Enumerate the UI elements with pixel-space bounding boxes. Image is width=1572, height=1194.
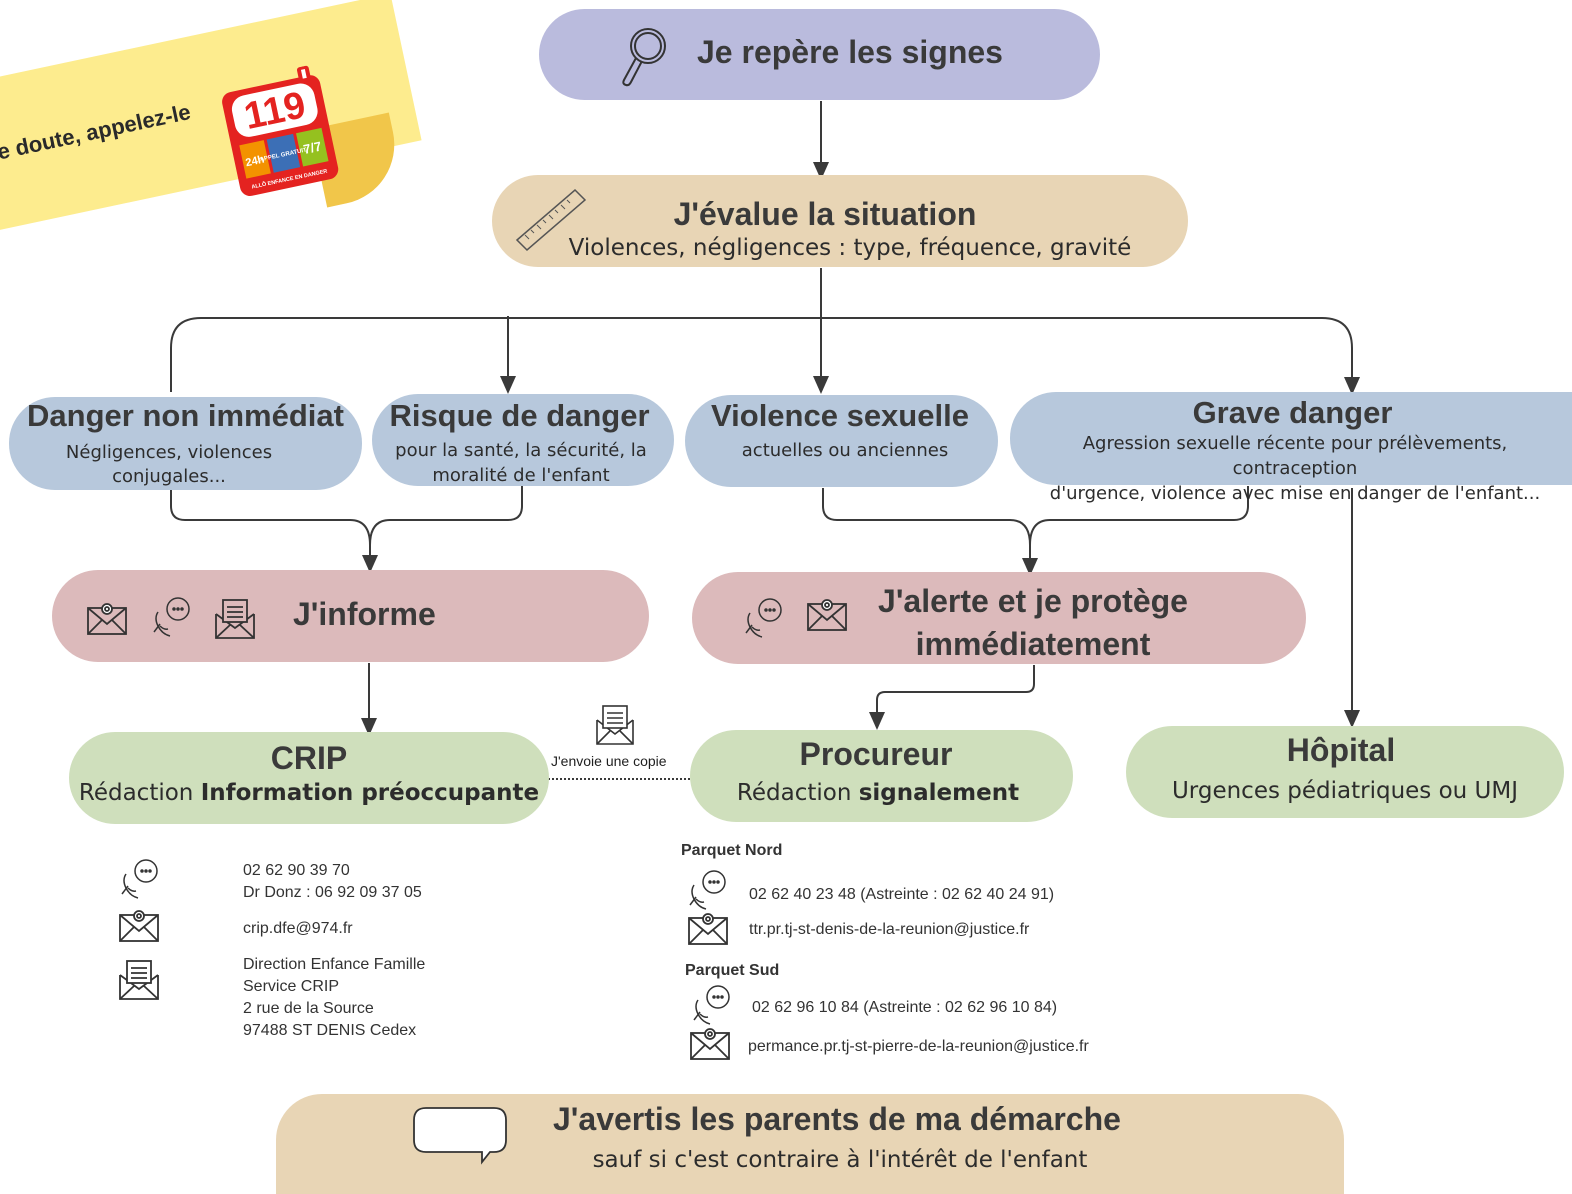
phone-call-icon — [118, 858, 160, 900]
destination-hopital-title: Hôpital — [1286, 732, 1396, 768]
action-alerte-title: J'alerte et je protège immédiatement — [878, 583, 1188, 662]
crip-address: Direction Enfance Famille Service CRIP 2… — [243, 956, 426, 1039]
category-risque-danger — [372, 394, 674, 486]
action-informe — [52, 570, 649, 662]
destination-hopital-subtitle: Urgences pédiatriques ou UMJ — [1171, 778, 1519, 804]
category-subtitle: Agression sexuelle récente pour prélèvem… — [1049, 433, 1541, 504]
copy-note: J'envoie une copie — [551, 753, 667, 769]
destination-procureur — [690, 730, 1073, 822]
letter-icon — [214, 598, 256, 640]
step-evaluer-title: J'évalue la situation — [673, 196, 977, 232]
letter-icon — [118, 959, 160, 1001]
destination-crip-title: CRIP — [270, 740, 348, 776]
category-title: Grave danger — [1192, 395, 1393, 430]
mail-at-icon — [806, 596, 848, 632]
destination-procureur-subtitle: Rédaction signalement — [736, 780, 1020, 806]
step-avertir-title: J'avertis les parents de ma démarche — [553, 1101, 1121, 1137]
category-title: Violence sexuelle — [711, 398, 969, 433]
phone-call-icon — [686, 869, 728, 911]
letter-icon — [595, 704, 635, 746]
action-alerte — [692, 572, 1306, 664]
category-subtitle: Négligences, violences conjugales... — [65, 442, 273, 487]
crip-email[interactable]: crip.dfe@974.fr — [243, 920, 353, 937]
mail-at-icon — [689, 1025, 731, 1061]
category-title: Risque de danger — [389, 398, 650, 433]
destination-crip — [69, 732, 549, 824]
step-evaluer-subtitle: Violences, négligences : type, fréquence… — [568, 235, 1132, 261]
speech-bubble-icon — [412, 1106, 508, 1166]
logo-badge-days: 7/7 — [302, 138, 323, 156]
category-title: Danger non immédiat — [27, 398, 344, 433]
step-avertir-subtitle: sauf si c'est contraire à l'intérêt de l… — [592, 1147, 1088, 1173]
logo-badge-hours: 24h — [244, 154, 265, 170]
action-informe-title: J'informe — [293, 596, 436, 632]
step-reperer-title: Je repère les signes — [697, 34, 1003, 70]
destination-hopital — [1126, 726, 1564, 818]
parquet-sud-phone: 02 62 96 10 84 (Astreinte : 02 62 96 10 … — [752, 999, 1058, 1016]
step-evaluer — [492, 175, 1188, 267]
category-danger-non-immediat — [9, 397, 362, 490]
category-violence-sexuelle — [685, 395, 998, 487]
category-subtitle: actuelles ou anciennes — [741, 440, 949, 461]
logo-119: 119 24h APPEL GRATUIT 7/7 ALLÔ ENFANCE E… — [216, 62, 350, 207]
parquet-nord-heading: Parquet Nord — [681, 842, 783, 859]
parquet-sud-heading: Parquet Sud — [685, 962, 780, 979]
magnifier-icon — [616, 24, 672, 88]
mail-at-icon — [118, 907, 160, 943]
phone-call-icon — [742, 597, 784, 639]
phone-call-icon — [690, 984, 732, 1026]
category-subtitle: pour la santé, la sécurité, la moralité … — [395, 440, 647, 486]
category-grave-danger — [1010, 392, 1572, 485]
parquet-nord-email[interactable]: ttr.pr.tj-st-denis-de-la-reunion@justice… — [749, 921, 1030, 938]
parquet-nord-phone: 02 62 40 23 48 (Astreinte : 02 62 40 24 … — [749, 886, 1055, 903]
mail-at-icon — [687, 910, 729, 946]
destination-crip-subtitle: Rédaction Information préoccupante — [78, 780, 540, 806]
crip-phone-lines: 02 62 90 39 70 Dr Donz : 06 92 09 37 05 — [243, 862, 422, 901]
parquet-sud-email[interactable]: permance.pr.tj-st-pierre-de-la-reunion@j… — [748, 1038, 1089, 1055]
destination-procureur-title: Procureur — [799, 736, 953, 772]
phone-call-icon — [150, 596, 192, 638]
ruler-icon — [513, 184, 589, 254]
mail-at-icon — [86, 600, 128, 636]
